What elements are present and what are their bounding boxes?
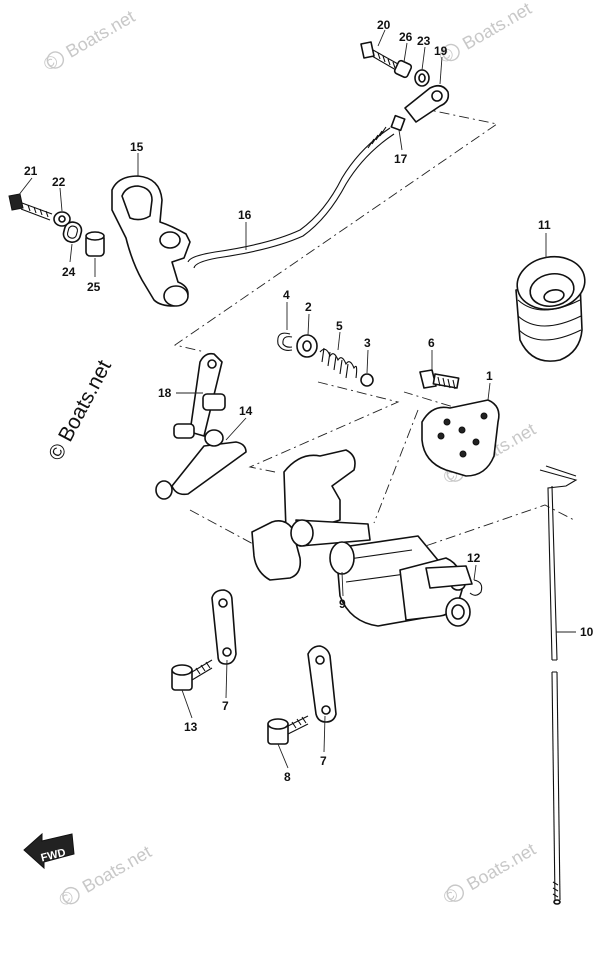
svg-text:Boats.net: Boats.net [459,0,535,54]
callout-15: 15 [130,140,144,154]
callout-17: 17 [394,152,408,166]
callout-7-upper: 7 [222,699,229,713]
shift-shaft-9 [251,449,473,627]
callout-3: 3 [364,336,371,350]
callout-10: 10 [580,625,594,639]
callout-21: 21 [24,164,38,178]
rod-16 [187,126,395,269]
bushing-25 [85,231,105,257]
callout-25: 25 [87,280,101,294]
callout-2: 2 [305,300,312,314]
callout-8: 8 [284,770,291,784]
joint-19 [404,84,450,123]
bolt-8 [267,715,309,745]
rod-10 [539,465,578,905]
callout-22: 22 [52,175,66,189]
circlip-4 [277,332,293,351]
link-14 [155,429,247,500]
callout-26: 26 [399,30,413,44]
callout-23: 23 [417,34,431,48]
callout-13: 13 [184,720,198,734]
svg-text:Boats.net: Boats.net [62,6,138,61]
callout-14: 14 [239,404,253,418]
arm-18 [173,352,226,439]
clip-17 [390,114,406,132]
callout-1: 1 [486,369,493,383]
leader-lines [17,29,576,769]
watermark-bottom-right: © Boats.net [440,839,539,908]
watermark-top-right: © Boats.net [436,0,535,67]
washer-2 [296,334,318,358]
callout-16: 16 [238,208,252,222]
bolt-6 [419,369,460,390]
callout-18: 18 [158,386,172,400]
callout-19: 19 [434,44,448,58]
bolt-20 [360,41,399,71]
callout-4: 4 [283,288,290,302]
svg-text:FWD: FWD [40,847,67,865]
ring-24 [62,221,83,243]
spring-5 [319,347,358,379]
callout-labels: 20 26 23 19 17 21 22 24 25 15 16 11 4 2 … [24,18,594,784]
watermark-top-left: © Boats.net [40,6,138,74]
lever-15 [111,175,191,307]
callout-5: 5 [336,319,343,333]
svg-text:©: © [56,886,77,910]
callout-24: 24 [62,265,76,279]
callout-20: 20 [377,18,391,32]
washer-23 [414,69,430,87]
bolt-21 [8,193,53,221]
ball-3 [360,373,374,387]
plate-1 [421,399,500,477]
callout-7-lower: 7 [320,754,327,768]
callout-12: 12 [467,551,481,565]
circlip-12 [469,579,483,596]
link-7-upper [211,589,237,665]
brand-watermark: © Boats.net [44,356,116,464]
grommet-11 [515,255,586,362]
callout-11: 11 [538,218,551,232]
collar-26 [393,59,413,79]
svg-text:©: © [440,884,461,908]
fwd-direction-badge: FWD [23,832,75,870]
svg-text:Boats.net: Boats.net [463,839,539,894]
svg-text:Boats.net: Boats.net [79,841,155,896]
assembly-guide-lines [173,107,575,553]
link-7-lower [307,645,337,723]
callout-9: 9 [339,597,346,611]
callout-6: 6 [428,336,435,350]
bolt-13 [171,659,213,691]
svg-text:©: © [40,51,61,75]
washer-22 [53,211,71,227]
